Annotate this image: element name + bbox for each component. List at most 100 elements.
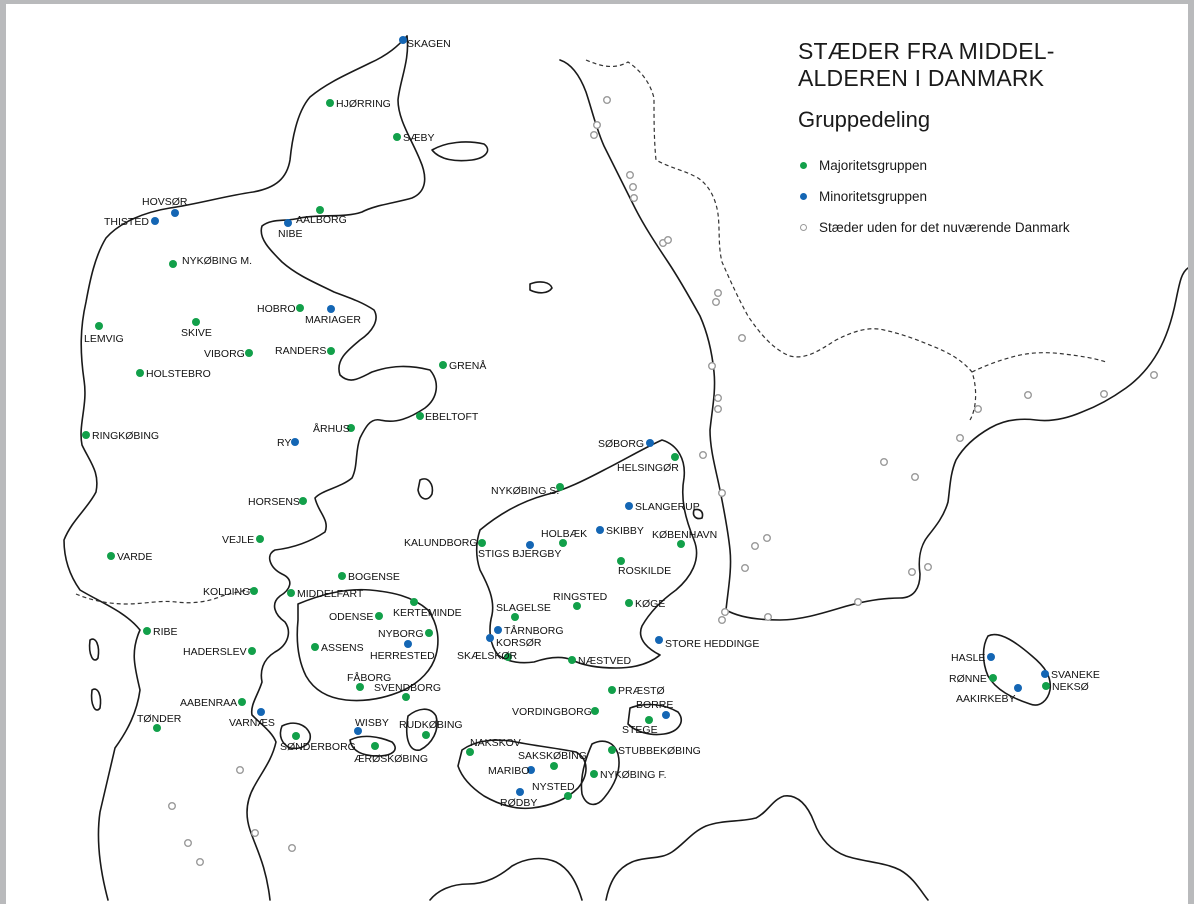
city-label: NIBE — [278, 228, 303, 240]
city-label: SKAGEN — [407, 38, 451, 50]
city-label: NAKSKOV — [470, 737, 521, 749]
city-marker-majority — [82, 431, 90, 439]
coast-island-samsoe — [417, 478, 434, 500]
city-marker-minority — [486, 634, 494, 642]
city-label: STORE HEDDINGE — [665, 638, 759, 650]
city-marker-majority — [608, 746, 616, 754]
city-label: TØNDER — [137, 713, 182, 725]
city-label: STIGS BJERGBY — [478, 548, 561, 560]
city-label: HERRESTED — [370, 650, 435, 662]
outside-city-marker — [924, 563, 933, 572]
city-label: HASLE — [951, 652, 985, 664]
city-label: HORSENS — [248, 496, 300, 508]
outside-city-marker — [956, 434, 965, 443]
city-label: SØNDERBORG — [280, 741, 356, 753]
city-marker-majority — [989, 674, 997, 682]
city-marker-minority — [171, 209, 179, 217]
city-label: KALUNDBORG — [404, 537, 478, 549]
city-marker-majority — [645, 716, 653, 724]
city-label: VARNÆS — [229, 717, 275, 729]
outside-city-marker — [712, 298, 721, 307]
outside-city-marker — [714, 394, 723, 403]
city-marker-minority — [284, 219, 292, 227]
city-marker-majority — [559, 539, 567, 547]
city-marker-minority — [1014, 684, 1022, 692]
city-marker-majority — [238, 698, 246, 706]
city-label: SKIVE — [181, 327, 212, 339]
outside-city-marker — [167, 802, 176, 811]
city-label: LEMVIG — [84, 333, 124, 345]
city-label: HADERSLEV — [183, 646, 247, 658]
outside-ring-icon — [800, 224, 807, 231]
coast-jutland-east — [246, 35, 438, 901]
legend-item-minority: Minoritetsgruppen — [800, 189, 927, 204]
city-marker-majority — [422, 731, 430, 739]
city-marker-majority — [296, 304, 304, 312]
city-label: SÆBY — [403, 132, 435, 144]
outside-city-marker — [854, 598, 863, 607]
city-label: VEJLE — [222, 534, 254, 546]
city-label: RY — [277, 437, 291, 449]
city-label: THISTED — [104, 216, 149, 228]
city-marker-minority — [625, 502, 633, 510]
city-label: NYSTED — [532, 781, 575, 793]
city-marker-minority — [354, 727, 362, 735]
outside-city-marker — [751, 542, 760, 551]
city-marker-minority — [399, 36, 407, 44]
city-label: GRENÅ — [449, 359, 486, 372]
city-label: VARDE — [117, 551, 152, 563]
city-marker-majority — [504, 653, 512, 661]
outside-city-marker — [626, 170, 635, 179]
city-marker-majority — [347, 424, 355, 432]
city-marker-majority — [299, 497, 307, 505]
coast-funen — [296, 588, 439, 702]
majority-dot-icon — [800, 162, 807, 169]
city-marker-minority — [257, 708, 265, 716]
city-label: KERTEMINDE — [393, 607, 462, 619]
outside-city-marker — [880, 458, 889, 467]
legend-label-majority: Majoritetsgruppen — [819, 158, 928, 173]
city-label: NEKSØ — [1052, 681, 1089, 693]
outside-city-marker — [738, 334, 747, 343]
city-marker-majority — [1042, 682, 1050, 690]
city-marker-minority — [527, 766, 535, 774]
city-label: HOVSØR — [142, 196, 188, 208]
outside-city-marker — [1149, 371, 1158, 380]
city-label: MARIAGER — [305, 314, 361, 326]
city-label: SLAGELSE — [496, 602, 551, 614]
city-label: HJØRRING — [336, 98, 391, 110]
coast-island-roemoe — [90, 688, 102, 711]
city-marker-minority — [327, 305, 335, 313]
border-blekinge — [971, 352, 1107, 373]
legend-label-outside: Stæder uden for det nuværende Danmark — [819, 220, 1070, 235]
outside-city-marker — [288, 844, 297, 853]
outside-cities-layer — [167, 95, 1158, 867]
city-marker-majority — [402, 693, 410, 701]
city-marker-majority — [95, 322, 103, 330]
city-marker-majority — [590, 770, 598, 778]
city-marker-majority — [143, 627, 151, 635]
city-marker-minority — [1041, 670, 1049, 678]
city-label: RANDERS — [275, 345, 326, 357]
city-marker-minority — [291, 438, 299, 446]
map-title: STÆDER FRA MIDDEL- ALDEREN I DANMARK — [798, 38, 1055, 91]
outside-city-marker — [630, 193, 639, 202]
city-label: ASSENS — [321, 642, 364, 654]
outside-city-marker — [714, 289, 723, 298]
city-marker-majority — [256, 535, 264, 543]
city-marker-majority — [107, 552, 115, 560]
outside-city-marker — [714, 405, 723, 414]
city-marker-majority — [371, 742, 379, 750]
city-marker-majority — [556, 483, 564, 491]
city-marker-majority — [677, 540, 685, 548]
city-label: SVENDBORG — [374, 682, 441, 694]
city-marker-majority — [375, 612, 383, 620]
city-marker-minority — [655, 636, 663, 644]
outside-city-marker — [603, 95, 612, 104]
city-marker-majority — [671, 453, 679, 461]
legend-label-minority: Minoritetsgruppen — [819, 189, 928, 204]
outside-city-marker — [908, 568, 917, 577]
city-label: NYKØBING M. — [182, 255, 252, 267]
city-label: HOLBÆK — [541, 528, 587, 540]
city-marker-majority — [625, 599, 633, 607]
